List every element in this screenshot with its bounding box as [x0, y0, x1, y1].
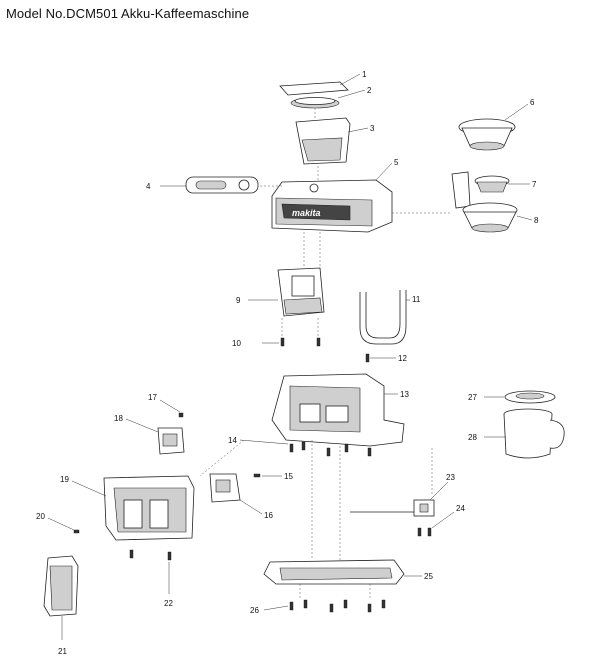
part-3-water-tank: 3 [295, 117, 375, 165]
part-5-top-housing: makita 5 [260, 158, 452, 233]
callout-5: 5 [394, 158, 399, 167]
callout-8: 8 [534, 216, 539, 225]
callout-25: 25 [424, 572, 433, 581]
callout-10: 10 [232, 339, 241, 348]
callout-11: 11 [412, 295, 421, 304]
part-22-screws: 22 [129, 549, 173, 608]
callout-27: 27 [468, 393, 477, 402]
callout-17: 17 [148, 393, 157, 402]
callout-2: 2 [367, 86, 372, 95]
callout-3: 3 [370, 124, 375, 133]
part-26-screws: 26 [250, 599, 386, 615]
part-13-main-housing: 13 [271, 373, 409, 447]
part-12-screw: 12 [365, 353, 407, 363]
callout-22: 22 [164, 599, 173, 608]
callout-9: 9 [236, 296, 241, 305]
assembly-guide-lines [199, 108, 433, 600]
callout-1: 1 [362, 70, 367, 79]
callout-19: 19 [60, 475, 69, 484]
callout-13: 13 [400, 390, 409, 399]
callout-6: 6 [530, 98, 535, 107]
part-25-base: 25 [263, 559, 433, 585]
makita-logo-text: makita [292, 208, 321, 218]
callout-4: 4 [146, 182, 151, 191]
diagram-title: Model No.DCM501 Akku-Kaffeemaschine [6, 6, 250, 21]
callout-20: 20 [36, 512, 45, 521]
part-23-sensor: 23 [350, 473, 455, 517]
callout-14: 14 [228, 436, 237, 445]
callout-7: 7 [532, 180, 537, 189]
part-6-filter-basket: 6 [458, 98, 535, 151]
part-24-screws: 24 [417, 504, 465, 537]
part-10-screws: 10 [232, 337, 321, 348]
part-15-screw: 15 [253, 472, 293, 481]
part-2-gasket: 2 [290, 86, 372, 109]
callout-16: 16 [264, 511, 273, 520]
part-11-tube-assembly: 11 [359, 290, 421, 345]
part-17-screw: 17 [148, 393, 184, 418]
part-8-filter-holder: 8 [462, 202, 539, 233]
part-18-terminal: 18 [114, 414, 185, 455]
part-21-battery-cover: 21 [43, 555, 79, 656]
callout-21: 21 [58, 647, 67, 656]
part-20-screw: 20 [36, 512, 80, 534]
callout-24: 24 [456, 504, 465, 513]
part-4-handle: 4 [146, 176, 259, 194]
part-27-mug-lid: 27 [468, 390, 556, 404]
part-28-mug: 28 [468, 408, 565, 459]
callout-23: 23 [446, 473, 455, 482]
part-9-heater-bracket: 9 [236, 267, 325, 317]
part-16-switch: 16 [209, 473, 273, 520]
callout-12: 12 [398, 354, 407, 363]
part-19-battery-holder: 19 [60, 475, 195, 541]
part-14-screws: 14 [228, 436, 372, 457]
part-7-filter-cup: 7 [451, 171, 537, 209]
callout-26: 26 [250, 606, 259, 615]
callout-18: 18 [114, 414, 123, 423]
part-1-lid: 1 [279, 70, 367, 96]
callout-15: 15 [284, 472, 293, 481]
callout-28: 28 [468, 433, 477, 442]
